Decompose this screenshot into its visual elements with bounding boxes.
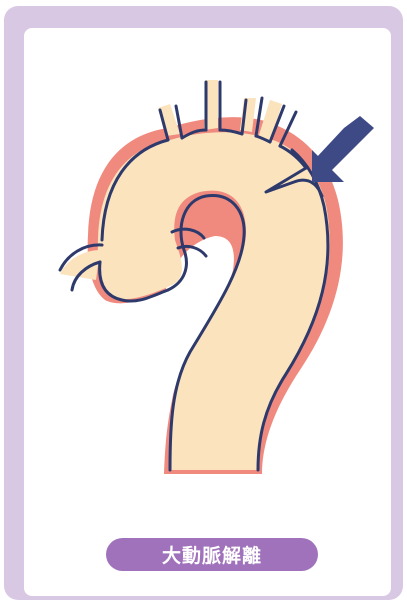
arrow-pointer-icon <box>312 116 374 182</box>
label-text: 大動脈解離 <box>162 541 262 568</box>
label-badge: 大動脈解離 <box>106 538 318 571</box>
